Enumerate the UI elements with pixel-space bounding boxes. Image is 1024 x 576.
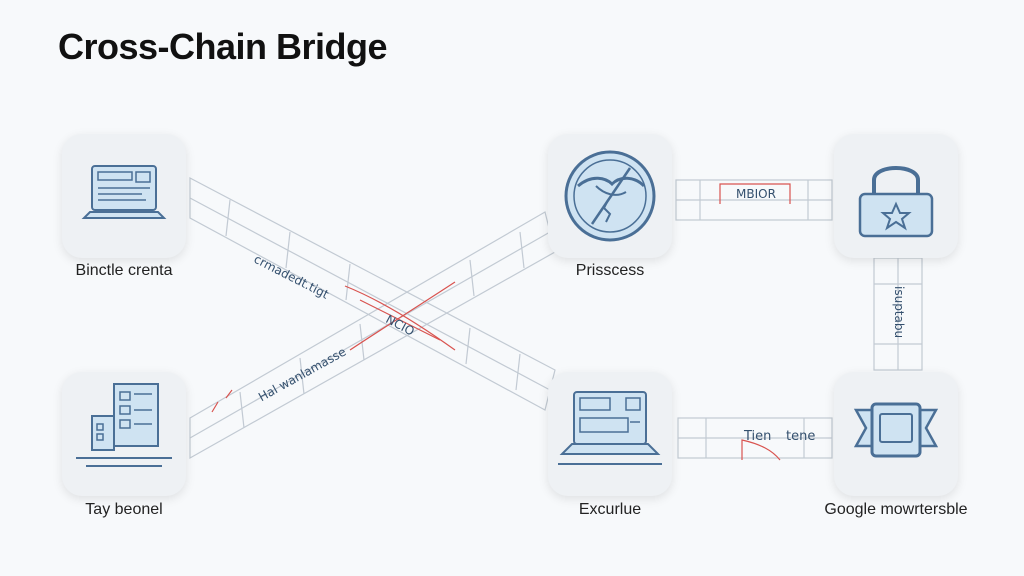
node-label: Google mowrtersble (824, 501, 968, 518)
node-prisscess[interactable] (548, 134, 672, 258)
handshake-icon (564, 150, 656, 242)
bridge-top-right (675, 179, 833, 221)
bridge-right-vertical (873, 257, 923, 371)
page-title: Cross-Chain Bridge (58, 26, 388, 67)
node-label: Prisscess (575, 262, 645, 279)
padlock-icon (858, 166, 934, 238)
crossing-bridge-upper-left (189, 177, 556, 411)
node-label: Excurlue (578, 501, 642, 518)
node-excurlue[interactable] (548, 372, 672, 496)
laptop-icon (81, 165, 167, 219)
node-label: Tay beonel (85, 501, 163, 518)
laptop-icon (558, 391, 662, 465)
red-annotation-marks (211, 183, 791, 461)
node-tay-beonel[interactable] (62, 372, 186, 496)
node-google-mowrtersble[interactable] (834, 372, 958, 496)
node-padlock[interactable] (834, 134, 958, 258)
node-binctle-crenta[interactable] (62, 134, 186, 258)
bridge-label-bottom-right-right: tene (786, 429, 816, 444)
document-stack-icon (76, 383, 172, 467)
node-label: Binctle crenta (75, 262, 173, 279)
bridge-label-top-right: MBIOR (736, 187, 776, 201)
ribbon-badge-icon (853, 402, 939, 458)
bridge-label-right-vertical: isuptabu (892, 286, 906, 339)
bridge-label-bottom-right-left: Tien (744, 429, 772, 444)
bridge-bottom-right (677, 417, 833, 459)
